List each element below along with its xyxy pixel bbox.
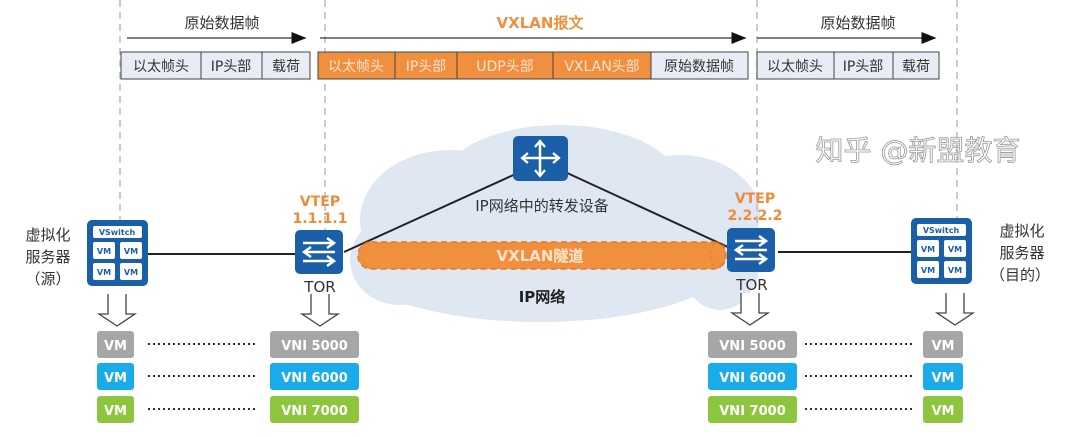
left-vni-box-label: VNI 6000 [281,371,348,386]
link-tor-router-left [343,171,521,253]
right-vni-box [708,331,797,358]
vxlan-packet-fields: 以太帧头 IP头部 UDP头部 VXLAN头部 原始数据帧 [317,51,749,80]
left-vni-box [270,363,359,390]
source-vm-box-label: VM [104,404,127,419]
dest-server-label: 虚拟化 服务器 （目的） [990,222,1050,284]
field-eth-header: 以太帧头 [133,59,189,75]
watermark: 知乎 @新盟教育 [816,134,1021,167]
field-outer-ip-header: IP头部 [406,59,447,75]
field-box [394,51,458,80]
field-outer-eth-header: 以太帧头 [328,59,384,75]
svg-text:虚拟化: 虚拟化 [25,226,70,244]
left-frame-fields: 以太帧头 IP头部 载荷 [120,51,311,80]
right-vtep-ip: 2.2.2.2 [728,208,783,224]
field-original-frame: 原始数据帧 [664,59,734,75]
mapping-row: VM VNI 6000 VNI 6000 VM [97,363,963,390]
svg-text:虚拟化: 虚拟化 [999,222,1044,240]
field-payload: 载荷 [902,59,930,75]
field-box [650,51,749,80]
right-vni-box [708,396,797,423]
link-router-tor-right [564,171,731,249]
svg-text:VSwitch: VSwitch [99,228,136,237]
svg-text:VM: VM [124,268,138,277]
right-frame-fields: 以太帧头 IP头部 载荷 [756,51,940,80]
dest-vm-box-label: VM [932,339,955,354]
left-vni-box [270,331,359,358]
dest-vm-box [923,331,963,358]
left-tor-switch-icon [293,228,345,276]
dest-vm-box [923,363,963,390]
field-udp-header: UDP头部 [476,59,533,75]
vxlan-tunnel: VXLAN隧道 [357,241,727,270]
svg-text:（目的）: （目的） [990,266,1050,284]
router-label: IP网络中的转发设备 [475,197,608,215]
svg-text:VM: VM [948,245,962,254]
source-vm-box-label: VM [104,371,127,386]
field-vxlan-header: VXLAN头部 [564,59,639,75]
right-tor-switch-icon [725,226,777,274]
dest-vm-box-label: VM [932,371,955,386]
left-vtep-ip: 1.1.1.1 [293,211,348,227]
down-arrow-icon [936,292,974,326]
source-vm-box-label: VM [104,339,127,354]
field-box [552,51,652,80]
field-payload: 载荷 [272,59,300,75]
svg-text:服务器: 服务器 [999,244,1044,262]
links [147,171,912,255]
left-frame-label: 原始数据帧 [184,14,259,32]
field-eth-header: 以太帧头 [767,59,823,75]
svg-text:VSwitch: VSwitch [923,226,960,235]
svg-text:VM: VM [921,266,935,275]
left-vtep-label: VTEP [300,194,340,210]
left-vni-box-label: VNI 5000 [281,339,348,354]
mapping-row: VM VNI 5000 VNI 5000 VM [97,331,963,358]
source-vm-box [97,331,134,358]
svg-text:（源）: （源） [25,270,70,288]
field-box [756,51,835,80]
left-vni-box [270,396,359,423]
right-frame-label: 原始数据帧 [820,14,895,32]
svg-text:VM: VM [97,247,111,256]
right-vni-box-label: VNI 7000 [719,404,786,419]
svg-text:VM: VM [124,247,138,256]
field-box [833,51,894,80]
mapping-row: VM VNI 7000 VNI 7000 VM [97,396,963,423]
field-box [892,51,940,80]
tunnel-label: VXLAN隧道 [497,247,584,265]
field-ip-header: IP头部 [211,59,252,75]
field-box [200,51,263,80]
dest-vm-box-label: VM [932,404,955,419]
svg-text:VM: VM [97,268,111,277]
dest-server-icon: VSwitch VM VM VM VM [911,218,972,284]
right-vtep-label: VTEP [735,191,775,207]
field-box [261,51,311,80]
left-vni-box-label: VNI 7000 [281,404,348,419]
right-vni-box [708,363,797,390]
svg-text:VM: VM [921,245,935,254]
svg-text:VM: VM [948,266,962,275]
svg-text:服务器: 服务器 [25,248,70,266]
source-server-icon: VSwitch VM VM VM VM [87,220,148,286]
source-vm-box [97,363,134,390]
vxlan-packet-label: VXLAN报文 [497,14,585,32]
source-server-label: 虚拟化 服务器 （源） [25,226,70,288]
right-tor-label: TOR [735,276,767,294]
ip-network-label: IP网络 [519,288,566,306]
right-vni-box-label: VNI 6000 [719,371,786,386]
field-box [120,51,202,80]
left-tor-label: TOR [303,278,335,296]
dest-vm-box [923,396,963,423]
source-vm-box [97,396,134,423]
router-icon [513,136,568,181]
field-box [456,51,554,80]
right-vni-box-label: VNI 5000 [719,339,786,354]
down-arrow-icon [301,293,339,327]
down-arrow-icon [98,293,136,327]
field-ip-header: IP头部 [843,59,884,75]
